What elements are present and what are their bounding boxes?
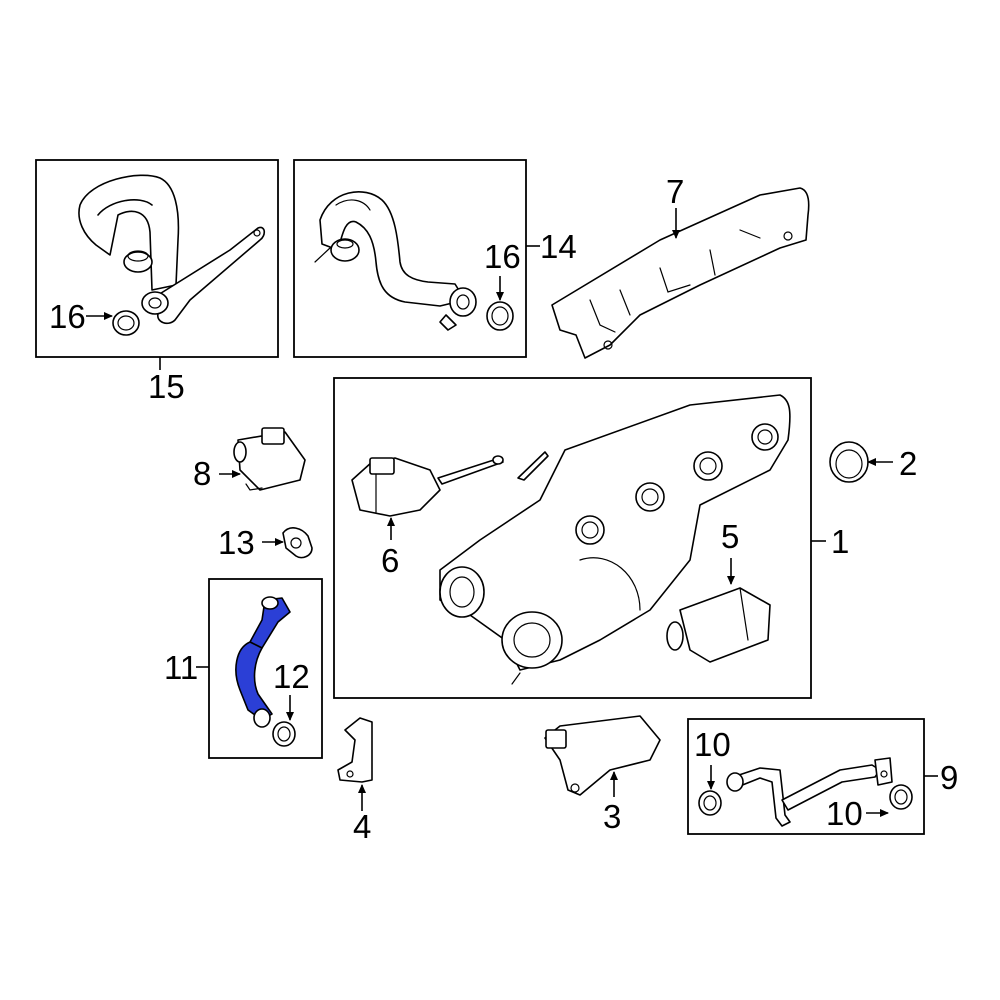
callout-10-right: 10 xyxy=(826,795,863,832)
part-9-oil-line xyxy=(726,757,893,827)
callout-16-left: 16 xyxy=(49,298,86,335)
callout-14: 14 xyxy=(540,228,577,265)
part-4-bracket xyxy=(337,717,373,783)
callout-8: 8 xyxy=(193,455,211,492)
part-15-hose xyxy=(78,174,266,325)
part-7-heat-shield xyxy=(551,187,810,359)
callout-9: 9 xyxy=(940,759,958,796)
callout-11: 11 xyxy=(164,649,198,686)
part-12-seal xyxy=(272,721,296,747)
callout-1: 1 xyxy=(831,523,849,560)
callout-5: 5 xyxy=(721,518,739,555)
part-11-highlight xyxy=(249,597,291,649)
box-part-1 xyxy=(333,377,812,699)
part-13-gasket xyxy=(282,527,313,559)
box-part-15 xyxy=(35,159,279,358)
callout-6: 6 xyxy=(381,542,399,579)
callout-15: 15 xyxy=(148,368,185,405)
part-6-actuator xyxy=(351,451,549,517)
callout-13: 13 xyxy=(218,524,255,561)
part-14-hose xyxy=(314,191,477,331)
part-11-oil-line xyxy=(235,596,291,728)
callout-4: 4 xyxy=(353,808,371,845)
part-1-turbocharger xyxy=(439,394,791,685)
part-2-seal xyxy=(829,441,869,483)
callout-10-left: 10 xyxy=(694,726,731,763)
callout-7: 7 xyxy=(666,173,684,210)
part-10-seal-right xyxy=(889,784,913,810)
part-10-seal-left xyxy=(698,790,722,816)
box-part-11 xyxy=(208,578,323,759)
box-part-14 xyxy=(293,159,527,358)
part-16-seal-left xyxy=(112,310,140,336)
callout-2: 2 xyxy=(899,445,917,482)
part-3-bracket xyxy=(544,715,661,796)
part-16-seal-right xyxy=(486,301,514,331)
callout-3: 3 xyxy=(603,798,621,835)
part-8-solenoid xyxy=(233,427,306,491)
part-5-sensor xyxy=(666,587,771,663)
callout-12: 12 xyxy=(273,658,310,695)
callout-16-right: 16 xyxy=(484,238,521,275)
